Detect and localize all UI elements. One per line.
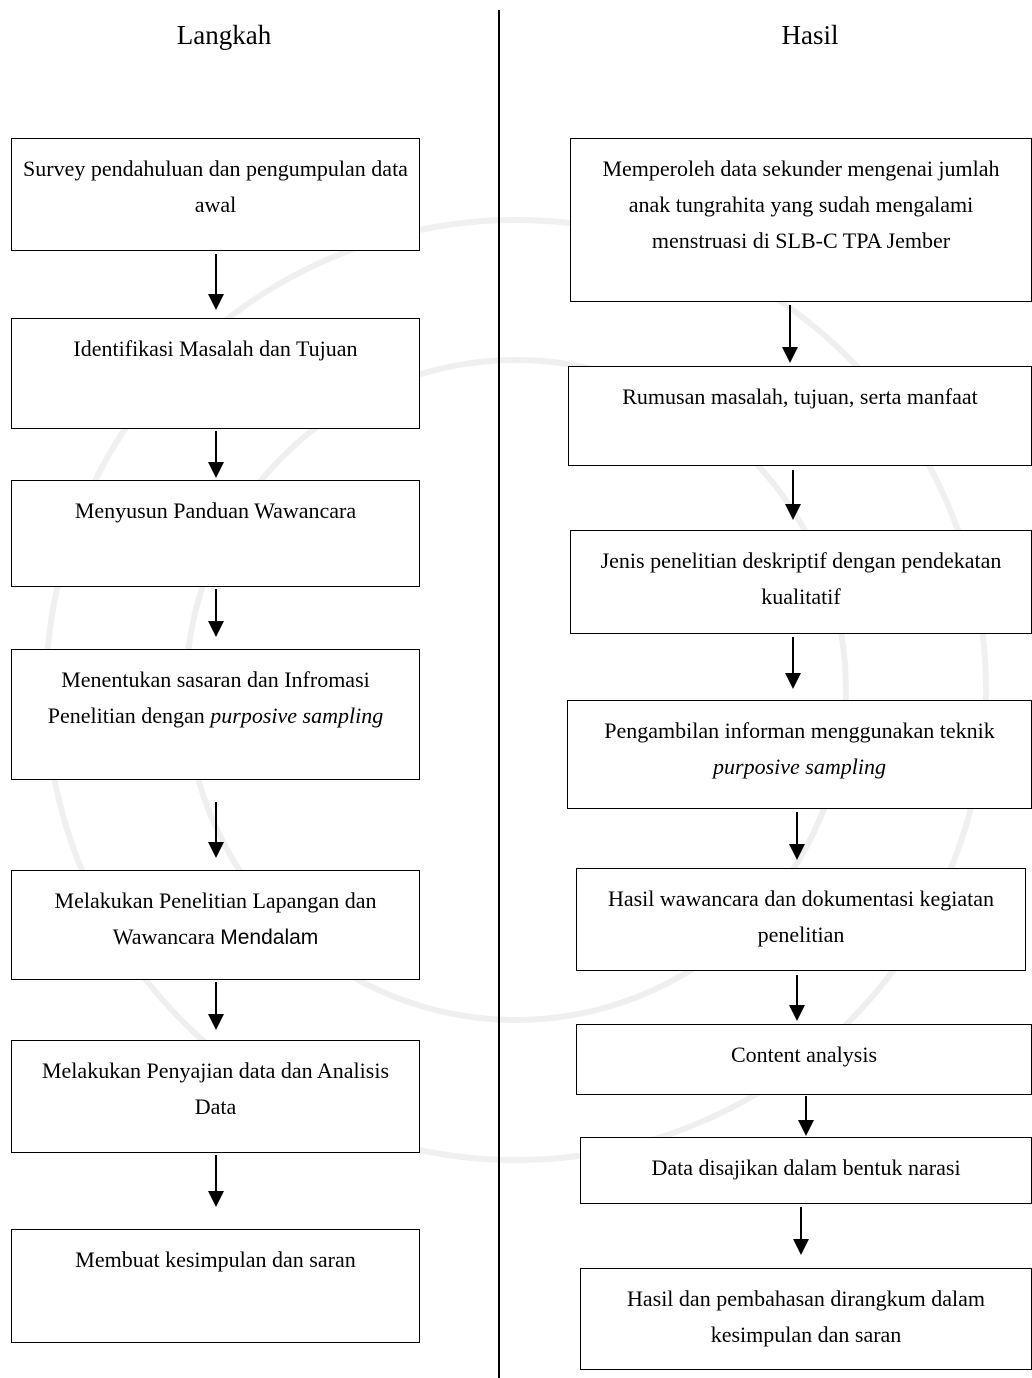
langkah-step-7: Membuat kesimpulan dan saran [11,1229,420,1343]
heading-langkah: Langkah [176,20,272,50]
arrow-down-icon [782,305,798,363]
hasil-step-7: Data disajikan dalam bentuk narasi [580,1137,1032,1204]
langkah-step-1-text: Survey pendahuluan dan pengumpulan data … [23,156,408,217]
hasil-step-6-text: Content analysis [730,1042,878,1067]
arrow-down-icon [785,637,801,689]
hasil-step-4: Pengambilan informan menggunakan teknik … [567,700,1032,809]
arrow-down-icon [208,982,224,1030]
hasil-step-5-text: Hasil wawancara dan dokumentasi kegiatan… [607,886,995,947]
langkah-step-4-italic: purposive sampling [210,703,384,728]
langkah-step-1: Survey pendahuluan dan pengumpulan data … [11,138,420,251]
hasil-step-1: Memperoleh data sekunder mengenai jumlah… [570,138,1032,302]
arrow-down-icon [789,975,805,1021]
column-divider [498,10,500,1378]
langkah-step-5-sans: Mendalam [220,926,319,949]
hasil-step-4-text: Pengambilan informan menggunakan teknik [604,718,995,743]
arrow-down-icon [208,802,224,858]
hasil-step-2: Rumusan masalah, tujuan, serta manfaat [568,366,1032,466]
arrow-down-icon [789,812,805,860]
hasil-step-2-text: Rumusan masalah, tujuan, serta manfaat [622,384,978,409]
arrow-down-icon [798,1096,814,1136]
langkah-step-3-text: Menyusun Panduan Wawancara [74,498,357,523]
heading-hasil: Hasil [781,20,839,50]
langkah-step-4: Menentukan sasaran dan Infromasi Penelit… [11,649,420,780]
arrow-down-icon [208,431,224,478]
langkah-step-2: Identifikasi Masalah dan Tujuan [11,318,420,429]
hasil-step-3-text: Jenis penelitian deskriptif dengan pende… [600,548,1002,609]
arrow-down-icon [793,1207,809,1255]
arrow-down-icon [785,470,801,520]
hasil-step-4-italic: purposive sampling [713,754,886,779]
arrow-down-icon [208,1155,224,1207]
langkah-step-3: Menyusun Panduan Wawancara [11,480,420,587]
langkah-step-7-text: Membuat kesimpulan dan saran [75,1247,356,1272]
arrow-down-icon [208,589,224,637]
hasil-step-5: Hasil wawancara dan dokumentasi kegiatan… [576,868,1026,971]
langkah-step-2-text: Identifikasi Masalah dan Tujuan [73,336,358,361]
arrow-down-icon [208,254,224,310]
langkah-step-4-text: Menentukan sasaran dan Infromasi Penelit… [47,667,370,728]
langkah-step-5: Melakukan Penelitian Lapangan dan Wawanc… [11,870,420,980]
hasil-step-8-text: Hasil dan pembahasan dirangkum dalam kes… [626,1286,985,1347]
hasil-step-8: Hasil dan pembahasan dirangkum dalam kes… [580,1268,1032,1370]
langkah-step-6-text: Melakukan Penyajian data dan Analisis Da… [41,1058,390,1119]
hasil-step-3: Jenis penelitian deskriptif dengan pende… [570,530,1032,634]
langkah-step-6: Melakukan Penyajian data dan Analisis Da… [11,1040,420,1153]
hasil-step-6: Content analysis [576,1024,1032,1095]
langkah-step-5-text: Melakukan Penelitian Lapangan dan Wawanc… [54,888,377,949]
hasil-step-7-text: Data disajikan dalam bentuk narasi [651,1155,961,1180]
hasil-step-1-text: Memperoleh data sekunder mengenai jumlah… [602,156,1000,253]
